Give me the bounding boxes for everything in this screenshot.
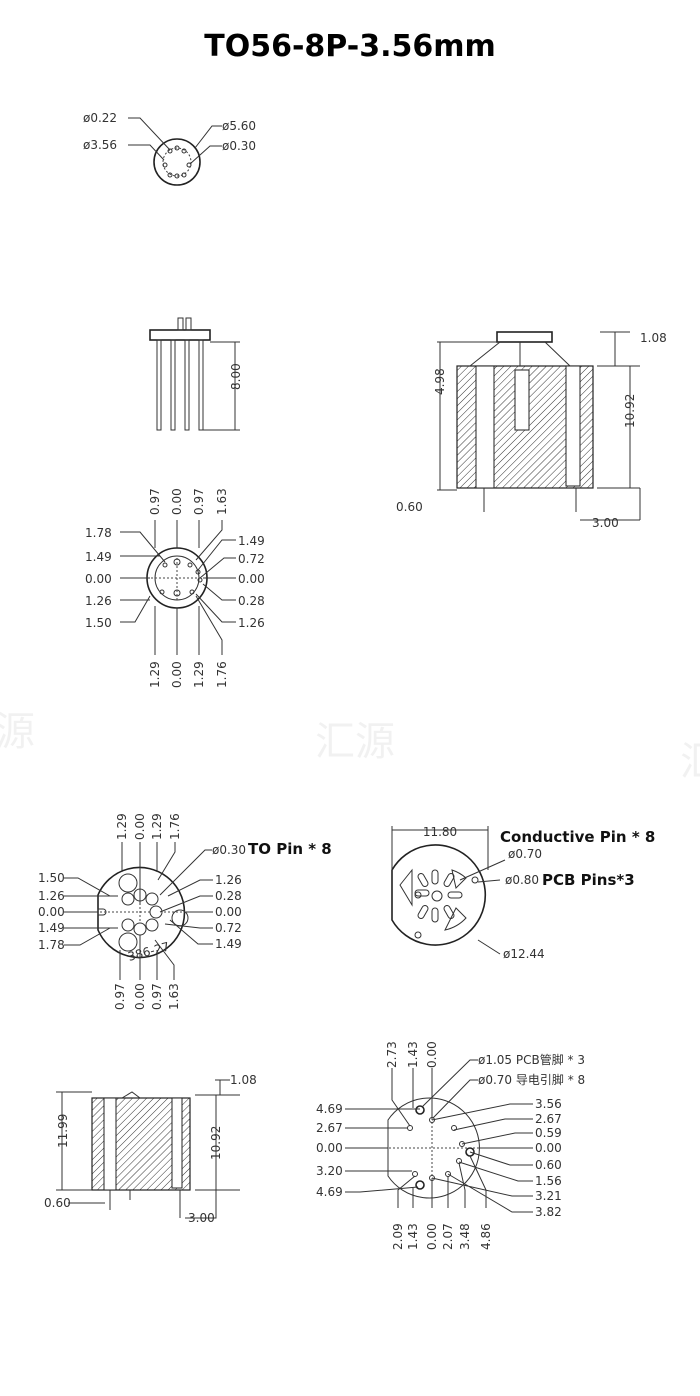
dimension-label: 1.50 (85, 616, 112, 630)
dimension-label: Conductive Pin * 8 (500, 828, 655, 846)
dimension-label: 0.72 (238, 552, 265, 566)
dimension-label: ø12.44 (503, 947, 545, 961)
dimension-label: 0.97 (192, 488, 206, 515)
dimension-label: ø0.70 导电引脚 * 8 (478, 1072, 585, 1087)
dimension-label: 1.78 (85, 526, 112, 540)
dimension-label: PCB Pins*3 (542, 871, 635, 889)
dimension-label: 2.67 (316, 1121, 343, 1135)
dimension-label: ø3.56 (83, 138, 117, 152)
watermark: 汇 (680, 739, 700, 785)
dimension-label: 4.86 (479, 1223, 493, 1250)
dimension-label: 0.59 (535, 1126, 562, 1140)
dimension-label: ø0.30 (212, 843, 246, 857)
dimension-label: 4.69 (316, 1102, 343, 1116)
dimension-label: 0.00 (238, 572, 265, 586)
dimension-label: ø1.05 PCB管脚 * 3 (478, 1052, 585, 1067)
dimension-label: 0.00 (133, 813, 147, 840)
dimension-label: 1.63 (215, 488, 229, 515)
dimension-label: 1.29 (115, 813, 129, 840)
dimension-label: 2.67 (535, 1112, 562, 1126)
dimension-label: 1.49 (238, 534, 265, 548)
dimension-label: 10.92 (623, 394, 637, 428)
dimension-label: 0.28 (215, 889, 242, 903)
dimension-label: 1.29 (192, 661, 206, 688)
footprint-view (345, 1059, 533, 1213)
dimension-label: 0.28 (238, 594, 265, 608)
dimension-label: 0.60 (396, 500, 423, 514)
dimension-label: 1.08 (640, 331, 667, 345)
dimension-label: 1.49 (38, 921, 65, 935)
dimension-label: 0.60 (535, 1158, 562, 1172)
pin-layout-view (120, 520, 236, 655)
watermark: 汇源 (315, 719, 395, 765)
dimension-label: 0.00 (425, 1223, 439, 1250)
dimension-label: 1.43 (406, 1041, 420, 1068)
dimension-label: 1.29 (148, 661, 162, 688)
watermark: 源 (0, 709, 35, 755)
dimension-label: 8.00 (229, 363, 243, 390)
dimension-label: ø0.30 (222, 139, 256, 153)
dimension-label: 3.21 (535, 1189, 562, 1203)
dimension-label: 3.56 (535, 1097, 562, 1111)
dimension-label: 1.26 (38, 889, 65, 903)
top-view (128, 117, 222, 186)
dimension-label: TO Pin * 8 (248, 840, 332, 858)
dimension-label: 4.69 (316, 1185, 343, 1199)
dimension-label: 0.00 (316, 1141, 343, 1155)
dimension-label: ø0.22 (83, 111, 117, 125)
dimension-label: 4.98 (433, 368, 447, 395)
dimension-label: 1.78 (38, 938, 65, 952)
dimension-label: 1.49 (215, 937, 242, 951)
dimension-label: 11.80 (423, 825, 457, 839)
dimension-label: 0.00 (133, 983, 147, 1010)
pcb-view (391, 826, 506, 955)
dimension-label: 0.97 (113, 983, 127, 1010)
dimension-label: ø0.80 (505, 873, 539, 887)
dimension-label: 1.43 (406, 1223, 420, 1250)
dimension-label: 0.00 (215, 905, 242, 919)
dimension-label: 2.09 (391, 1223, 405, 1250)
dimension-label: 1.26 (215, 873, 242, 887)
section-view (437, 331, 641, 521)
to-pin-view: 386-27 (64, 842, 213, 980)
dimension-label: 3.20 (316, 1164, 343, 1178)
section-view-2 (56, 1079, 240, 1219)
dimension-label: 1.63 (167, 983, 181, 1010)
page-title: TO56-8P-3.56mm (204, 29, 496, 64)
dimension-label: 1.26 (85, 594, 112, 608)
dimension-label: ø5.60 (222, 119, 256, 133)
dimension-label: 2.73 (385, 1041, 399, 1068)
dimension-label: 1.26 (238, 616, 265, 630)
dimension-label: 11.99 (56, 1114, 70, 1148)
dimension-label: 1.76 (168, 813, 182, 840)
dimension-label: 1.08 (230, 1073, 257, 1087)
dimension-label: 0.00 (535, 1141, 562, 1155)
dimension-label: 0.72 (215, 921, 242, 935)
dimension-label: ø0.70 (508, 847, 542, 861)
dimension-label: 3.00 (592, 516, 619, 530)
dimension-label: 1.56 (535, 1174, 562, 1188)
dimension-label: 0.00 (170, 661, 184, 688)
dimension-label: 3.00 (188, 1211, 215, 1225)
dimension-label: 3.48 (458, 1223, 472, 1250)
dimension-label: 0.97 (150, 983, 164, 1010)
dimension-label: 1.29 (150, 813, 164, 840)
dimension-label: 1.49 (85, 550, 112, 564)
dimension-label: 0.60 (44, 1196, 71, 1210)
dimension-label: 10.92 (209, 1126, 223, 1160)
dimension-label: 0.97 (148, 488, 162, 515)
dimension-label: 0.00 (170, 488, 184, 515)
dimension-label: 0.00 (85, 572, 112, 586)
dimension-label: 1.76 (215, 661, 229, 688)
dimension-label: 3.82 (535, 1205, 562, 1219)
dimension-label: 1.50 (38, 871, 65, 885)
dimension-label: 0.00 (38, 905, 65, 919)
dimension-label: 2.07 (441, 1223, 455, 1250)
dimension-label: 0.00 (425, 1041, 439, 1068)
side-view (149, 317, 240, 431)
